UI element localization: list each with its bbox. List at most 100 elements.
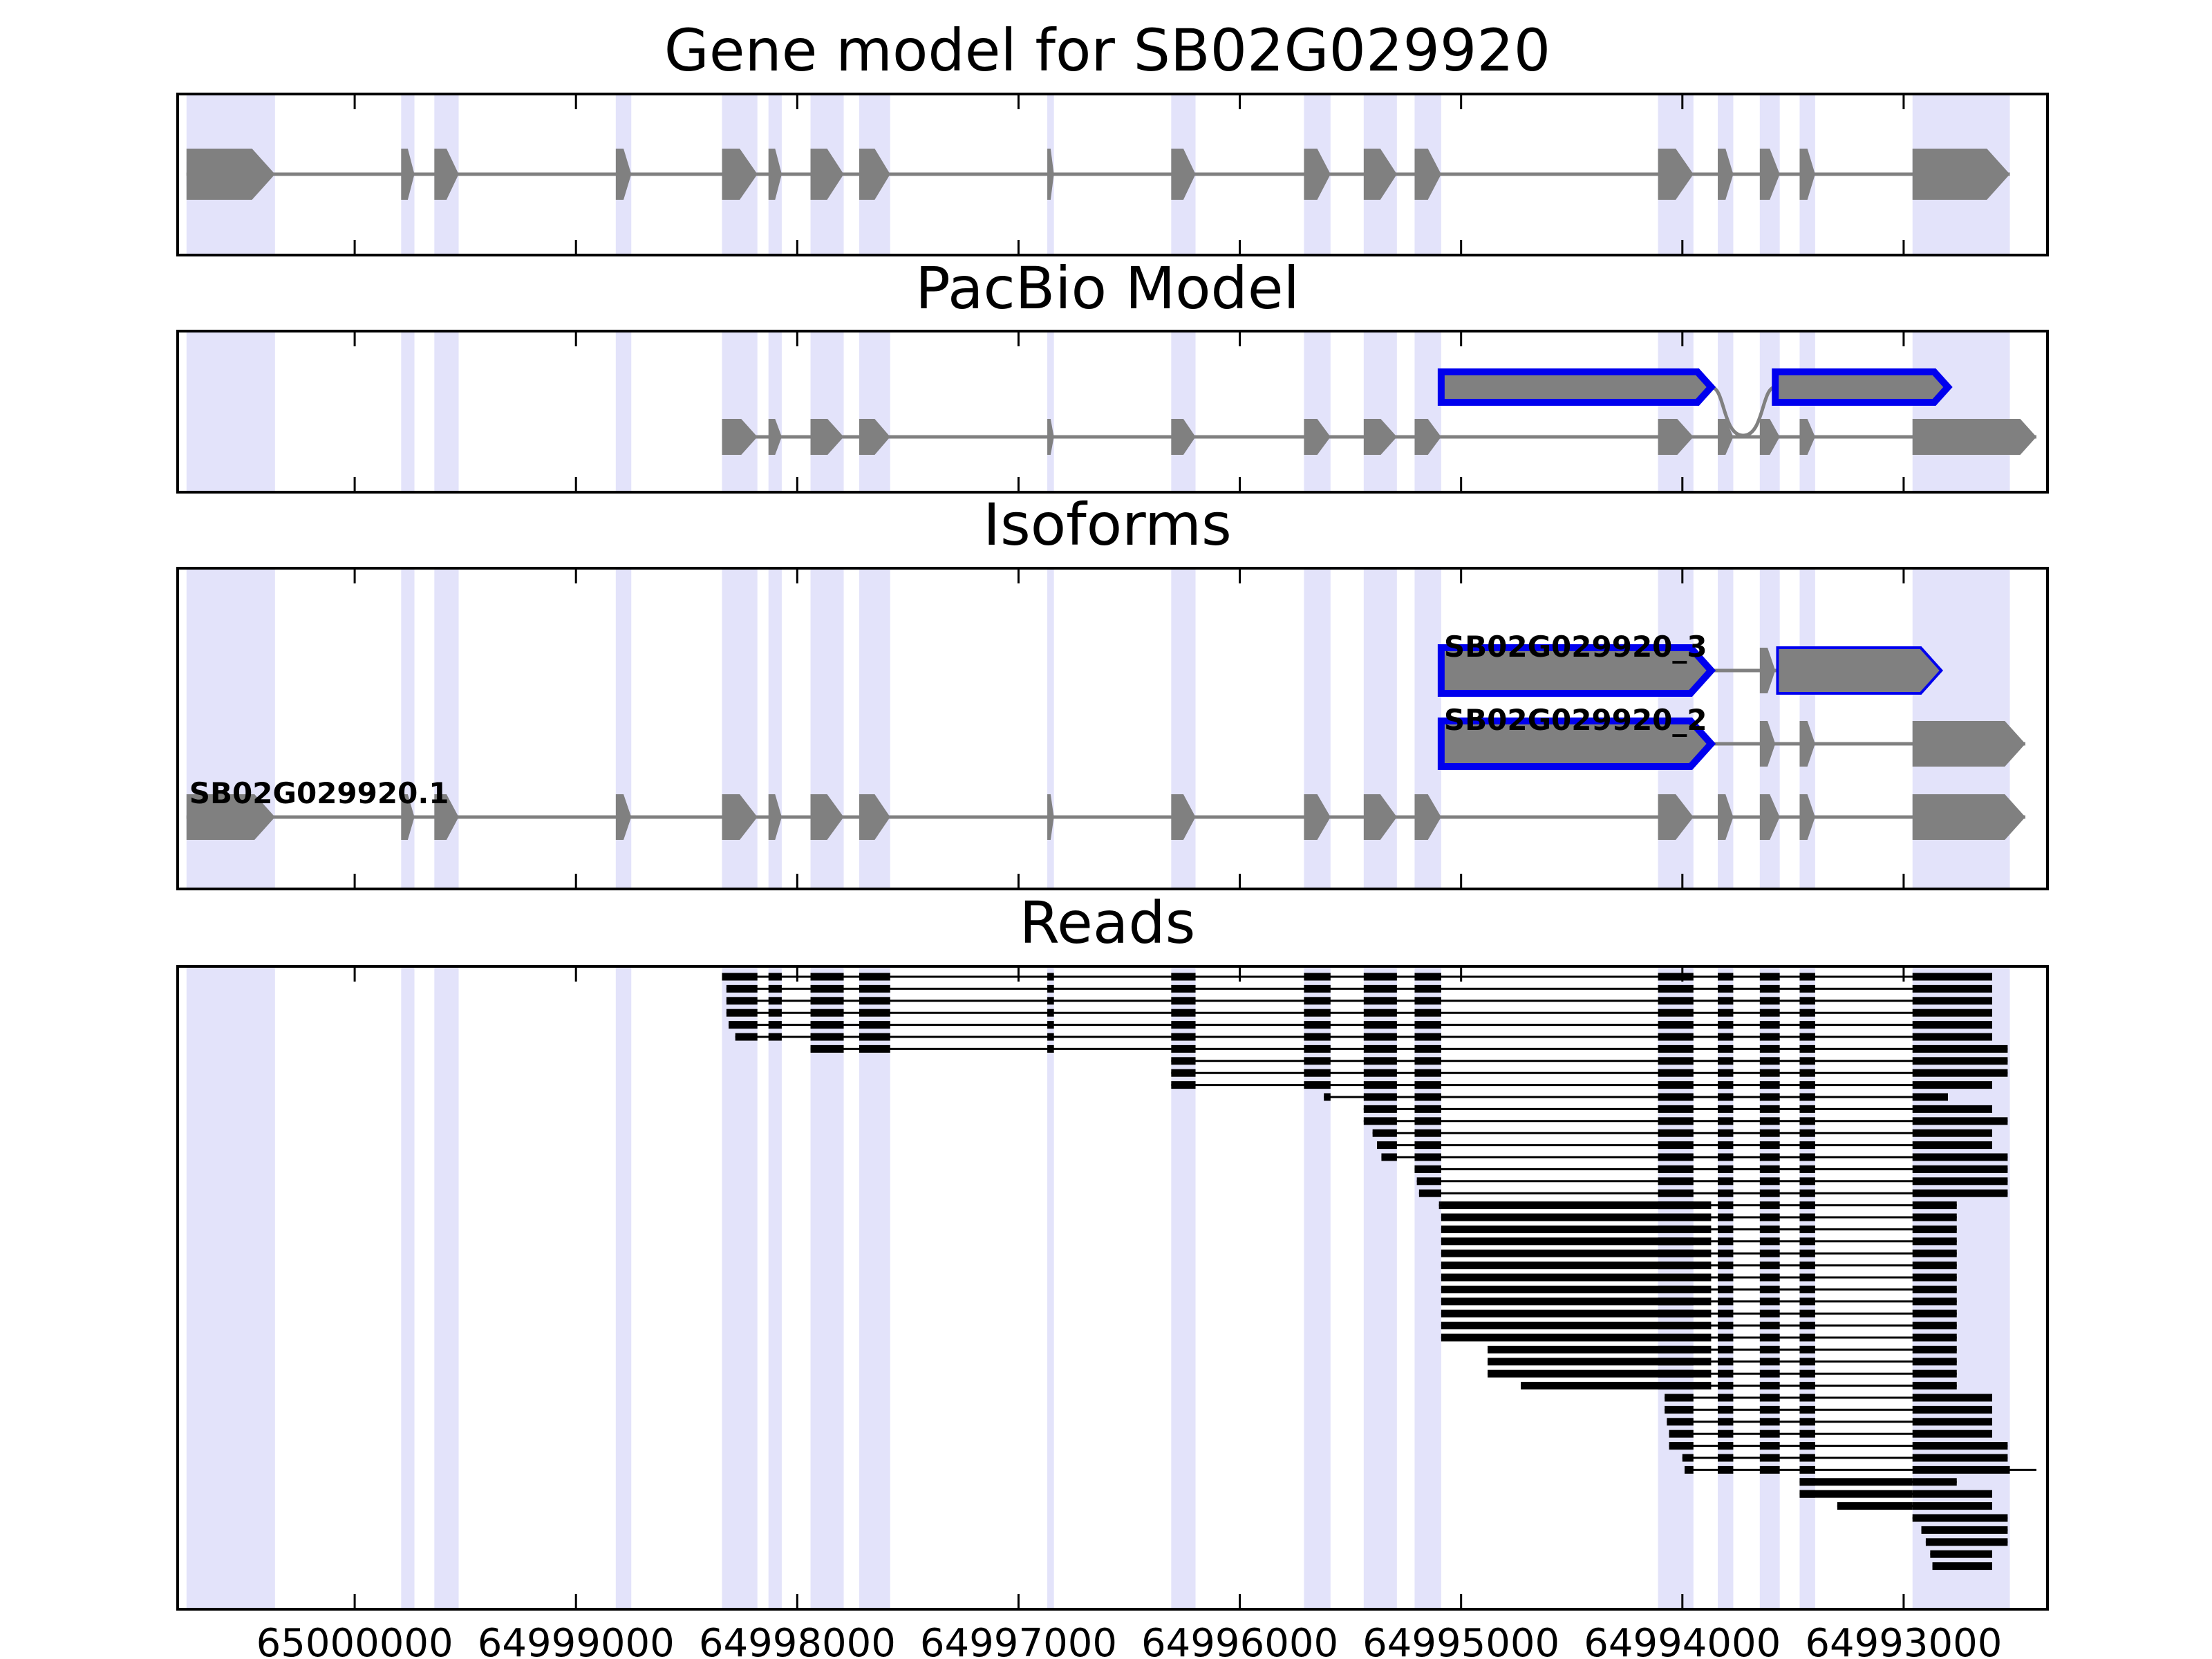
read-exon — [1304, 1044, 1331, 1053]
read-exon — [1759, 1405, 1780, 1414]
exon — [859, 794, 890, 840]
read-exon — [1759, 1021, 1780, 1029]
read-exon — [859, 984, 890, 993]
read-exon — [1799, 1309, 1815, 1318]
exon — [722, 794, 758, 840]
exon — [1912, 149, 2010, 200]
read — [726, 997, 1992, 1005]
read-block — [1488, 1345, 1712, 1353]
read-exon — [1912, 1021, 1992, 1029]
read-exon — [1669, 1430, 1694, 1438]
read-exon — [729, 1021, 758, 1029]
exon — [1759, 419, 1780, 455]
read — [1521, 1382, 1957, 1390]
exon-band — [859, 331, 890, 492]
read-exon — [1925, 1538, 2008, 1546]
read-exon — [1759, 1225, 1780, 1233]
isoform-2: SB02G029920_2 — [1437, 703, 2025, 770]
exon — [1799, 149, 1815, 200]
read — [1799, 1478, 1957, 1486]
read-exon — [1658, 1153, 1694, 1161]
exon — [1658, 794, 1694, 840]
read-exon — [1718, 1044, 1734, 1053]
read — [1416, 1177, 2008, 1185]
exon — [1658, 149, 1694, 200]
read-exon — [1171, 1021, 1196, 1029]
read-exon — [1665, 1405, 1694, 1414]
read-exon — [1718, 1249, 1734, 1257]
read-exon — [1799, 1465, 1815, 1474]
read-exon — [1912, 1081, 1992, 1089]
read-exon — [1912, 1490, 1992, 1498]
read-exon — [1718, 1430, 1734, 1438]
read-exon — [1799, 1117, 1815, 1125]
read-block — [1488, 1358, 1712, 1366]
read-exon — [1912, 1322, 1957, 1330]
read-exon — [1759, 1237, 1780, 1246]
read-exon — [1718, 1297, 1734, 1306]
exon — [1718, 794, 1734, 840]
read — [1682, 1454, 2008, 1462]
read-exon — [1930, 1550, 1992, 1558]
isoform-panel-exon-bands — [186, 568, 2010, 889]
read-exon — [1718, 1418, 1734, 1426]
read — [1669, 1430, 1992, 1438]
read-exon — [1799, 1442, 1815, 1450]
read-exon — [1658, 1117, 1694, 1125]
read — [1488, 1345, 1957, 1353]
read-exon — [1718, 1454, 1734, 1462]
read-exon — [1658, 1069, 1694, 1077]
read-block — [1837, 1502, 1913, 1510]
exon — [1171, 419, 1196, 455]
exon-band — [1171, 568, 1196, 889]
read-exon — [1658, 1044, 1694, 1053]
exon-band — [615, 568, 632, 889]
read-exon — [1912, 1165, 2008, 1173]
read — [1171, 1069, 2008, 1077]
panel-title-pacbio-model: PacBio Model — [915, 254, 1300, 322]
read-exon — [735, 1033, 758, 1041]
read-exon — [1414, 1093, 1441, 1101]
read — [1441, 1285, 1957, 1293]
exon-band — [859, 966, 890, 1609]
read-exon — [1658, 1057, 1694, 1065]
read-exon — [1912, 1117, 2008, 1125]
read-exon — [1718, 1165, 1734, 1173]
read-exon — [1759, 1442, 1780, 1450]
read-exon — [1171, 1033, 1196, 1041]
read-exon — [1759, 1033, 1780, 1041]
isoform-label: SB02G029920_2 — [1444, 703, 1707, 737]
read-block — [1441, 1225, 1712, 1233]
read-exon — [810, 1044, 844, 1053]
read-exon — [1759, 1454, 1780, 1462]
read — [1363, 1117, 2008, 1125]
pacbio-exon — [1437, 644, 1716, 697]
read-exon — [1799, 1297, 1815, 1306]
panel-title-isoforms: Isoforms — [983, 491, 1232, 559]
read-exon — [1912, 1273, 1957, 1282]
exon — [1047, 794, 1054, 840]
read-exon — [1799, 1237, 1815, 1246]
exon-band — [186, 331, 275, 492]
exon — [768, 149, 782, 200]
read-exon — [1912, 1262, 1957, 1270]
read-exon — [768, 997, 782, 1005]
read-exon — [1363, 1117, 1397, 1125]
read — [1438, 1201, 1957, 1210]
read-exon — [810, 997, 844, 1005]
pacbio-exon — [1437, 718, 1716, 770]
read-exon — [1912, 1405, 1992, 1414]
read-exon — [1912, 1153, 2008, 1161]
read-exon — [1799, 1285, 1815, 1293]
read — [1377, 1141, 1992, 1150]
read-exon — [1718, 1021, 1734, 1029]
exon-band — [722, 568, 758, 889]
isoform-3: SB02G029920.1 — [186, 776, 2025, 840]
read-exon — [1658, 1141, 1694, 1150]
read-exon — [1759, 1322, 1780, 1330]
read-exon — [1912, 1201, 1957, 1210]
read-exon — [1912, 1478, 1957, 1486]
read-exon — [1799, 1021, 1815, 1029]
read-exon — [1912, 1129, 1992, 1137]
read-exon — [726, 1009, 758, 1017]
